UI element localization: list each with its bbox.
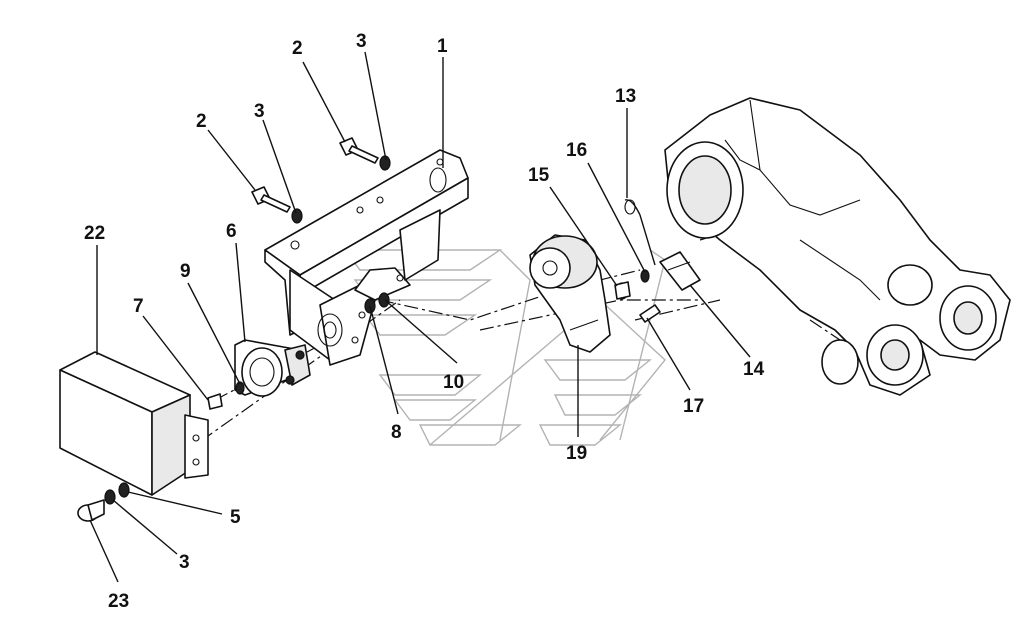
washer-5	[118, 482, 130, 498]
callout-6: 6	[226, 221, 237, 242]
callout-15: 15	[528, 165, 550, 186]
callout-7: 7	[133, 296, 144, 317]
callout-19: 19	[566, 443, 587, 464]
bolt-7	[207, 393, 223, 410]
mounting-bracket	[264, 149, 469, 366]
washer-10	[378, 292, 390, 308]
callout-17: 17	[683, 396, 704, 417]
callout-23: 23	[108, 591, 129, 612]
spring-pin-13	[624, 199, 656, 266]
callout-9: 9	[180, 261, 191, 282]
callout-3-bottom: 3	[179, 552, 190, 573]
bolt-2-upper	[339, 137, 379, 164]
lever-arm	[664, 97, 1011, 396]
washer-9	[235, 381, 245, 395]
callout-2-mid: 2	[196, 111, 207, 132]
callout-2-top: 2	[292, 38, 303, 59]
sensor-switch	[234, 339, 311, 397]
callout-5: 5	[230, 507, 241, 528]
washer-3-lower	[291, 208, 303, 224]
callout-22: 22	[84, 223, 105, 244]
bolt-23	[77, 499, 105, 522]
screw-15	[614, 281, 631, 300]
callout-14: 14	[743, 359, 765, 380]
callout-3-top: 3	[356, 31, 367, 52]
callout-16: 16	[566, 140, 587, 161]
spring-plate-14	[659, 251, 701, 291]
cover-box	[59, 351, 209, 496]
leader-lines	[89, 51, 751, 583]
cam-actuator	[529, 234, 611, 353]
callout-labels: 1 2 3 2 3 6 9 7 22 5 3 23 8 10 15 16 13 …	[84, 31, 765, 612]
callout-13: 13	[615, 86, 636, 107]
bolt-2-lower	[251, 186, 291, 213]
callout-8: 8	[391, 422, 402, 443]
pin-17	[639, 304, 661, 323]
washer-3-bottom	[104, 489, 116, 505]
watermark-logo	[343, 249, 666, 446]
callout-3-mid: 3	[254, 101, 265, 122]
callout-10: 10	[443, 372, 464, 393]
washer-16	[640, 269, 650, 283]
callout-1: 1	[437, 36, 448, 57]
